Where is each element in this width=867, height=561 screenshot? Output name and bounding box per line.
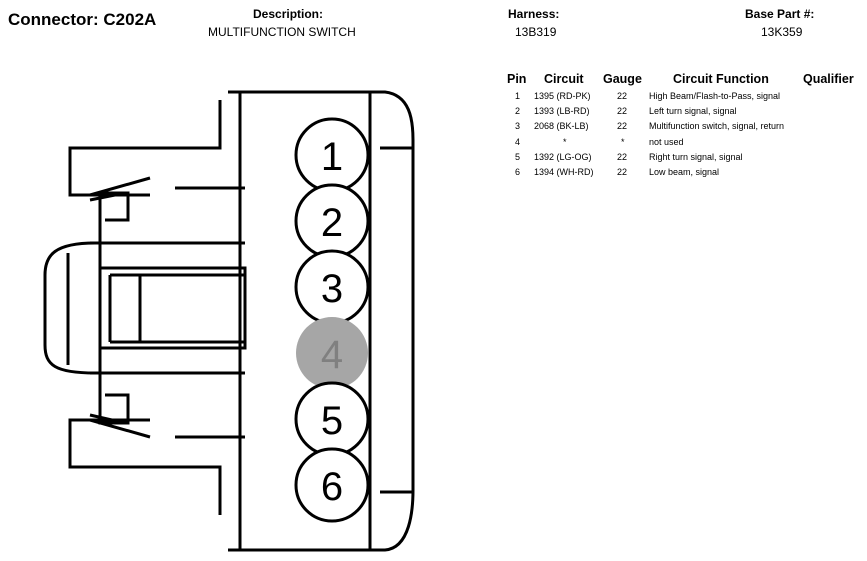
pin-3-label: 3 xyxy=(321,267,343,311)
connector-title: Connector: C202A xyxy=(8,10,157,29)
harness-label: Harness: xyxy=(508,7,560,21)
pin-2-label: 2 xyxy=(321,201,343,245)
pin-5-label: 5 xyxy=(321,399,343,443)
description-label: Description: xyxy=(253,7,324,21)
pin-4-cavity xyxy=(296,317,368,389)
description-value: MULTIFUNCTION SWITCH xyxy=(208,25,356,39)
connector-outline xyxy=(43,90,415,552)
base-part-label: Base Part #: xyxy=(745,7,815,21)
base-part-value: 13K359 xyxy=(761,25,803,39)
harness-value: 13B319 xyxy=(515,25,557,39)
pin-6-cavity xyxy=(294,447,370,523)
pin-4-label: 4 xyxy=(321,333,343,377)
pin-6-label: 6 xyxy=(321,465,343,509)
pin-1-label: 1 xyxy=(321,135,343,179)
pin-cavities: 1 2 3 4 5 6 xyxy=(294,117,370,523)
